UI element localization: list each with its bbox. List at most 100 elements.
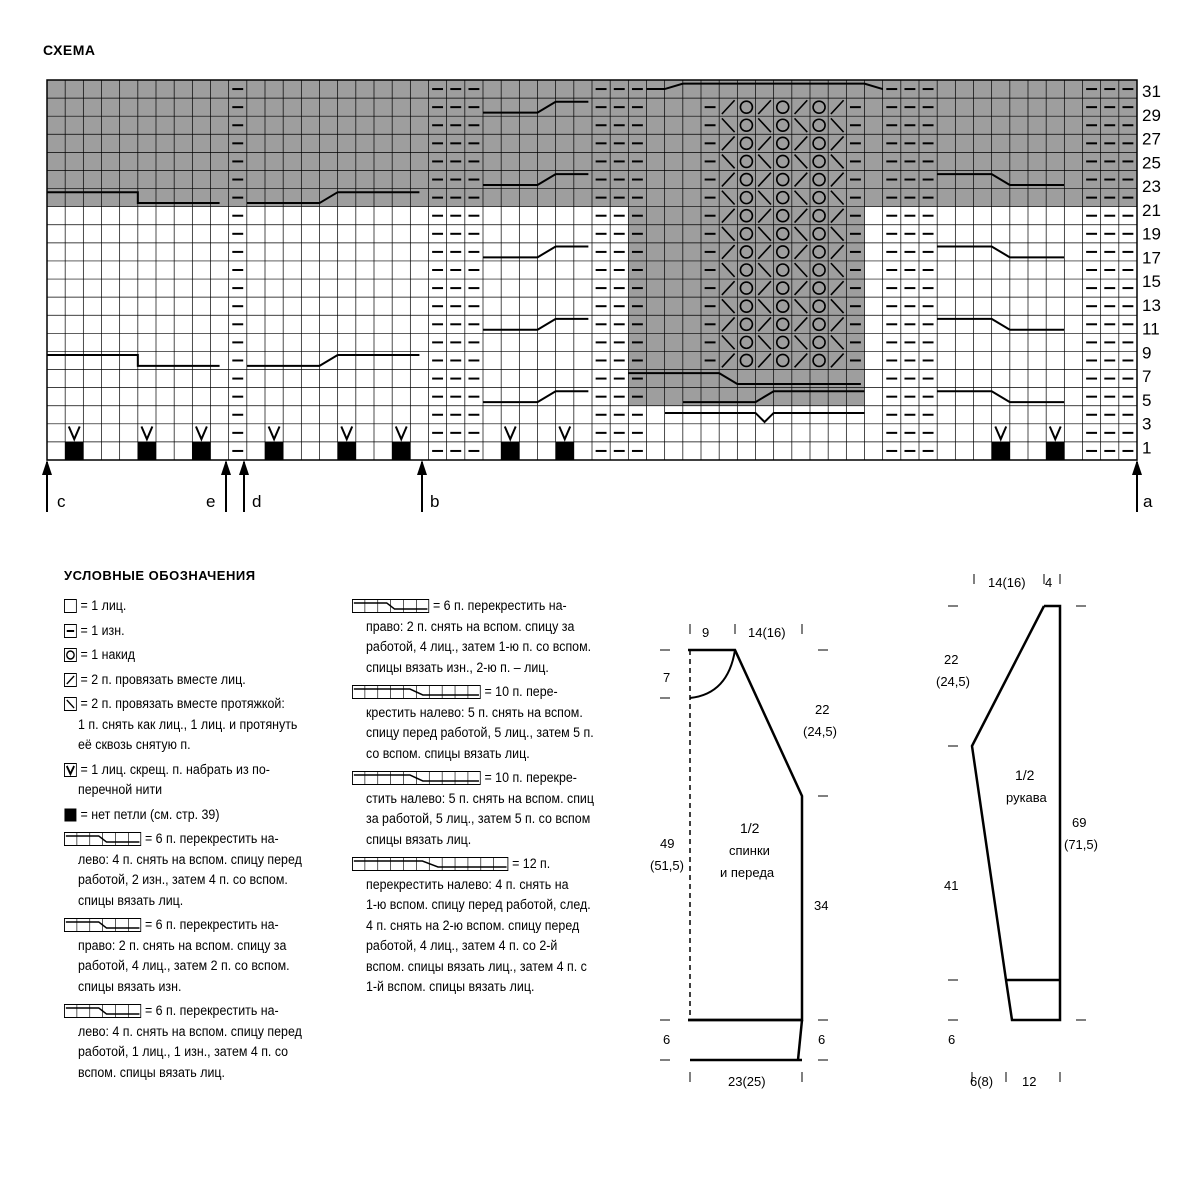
body-width-neck: 9: [702, 625, 710, 640]
legend-line: работой, 4 лиц., затем 2 п. со вспом.: [78, 958, 290, 974]
legend-line: = 10 п. перекре-: [352, 770, 577, 786]
legend-symbol: [64, 762, 77, 777]
legend-text: 1-ю вспом. спицу перед работой, след.: [366, 897, 591, 912]
sleeve-seam: 41: [944, 878, 959, 893]
no-stitch-cell: [555, 441, 574, 460]
decrease-symbol: [757, 154, 772, 169]
page-title: СХЕМА: [43, 42, 96, 58]
legend-text: 1 п. снять как лиц., 1 лиц. и протянуть: [78, 716, 298, 732]
cable-symbol: [646, 82, 774, 91]
yo-symbol: [739, 245, 754, 259]
decrease-symbol: [757, 244, 772, 260]
decrease-symbol: [757, 226, 772, 242]
yo-symbol: [812, 227, 826, 241]
legend-text: работой, 1 лиц., 1 изн., затем 4 п. со: [78, 1044, 289, 1059]
decrease-symbol: [793, 353, 808, 368]
legend-line: лево: 4 п. снять на вспом. спицу перед: [78, 1024, 302, 1040]
yo-symbol: [812, 299, 826, 313]
yo-symbol: [739, 263, 754, 277]
twisted-increase-symbol: [140, 426, 154, 442]
legend-line: = 1 изн.: [64, 623, 125, 639]
yo-symbol: [775, 154, 790, 169]
legend-symbol: [64, 1004, 142, 1019]
legend-line: = 6 п. перекрестить на-: [64, 1003, 279, 1019]
legend-line: спицу перед работой, 5 лиц., затем 5 п.: [366, 725, 594, 741]
legend-text: со вспом. спицы вязать лиц.: [366, 745, 530, 761]
decrease-symbol: [793, 99, 808, 115]
legend-line: = 12 п.: [352, 856, 550, 872]
yo-symbol: [739, 335, 754, 350]
sleeve-bottom-b: 12: [1022, 1074, 1037, 1089]
cable-symbol: [483, 100, 589, 114]
legend-line: 4 п. снять на 2-ю вспом. спицу перед: [366, 918, 579, 934]
marker-arrowhead-c: [42, 460, 52, 475]
decrease-symbol: [793, 172, 808, 187]
yo-symbol: [775, 263, 790, 277]
decrease-symbol: [721, 117, 736, 133]
legend-text: работой, 2 изн., затем 4 п. со вспом.: [78, 872, 288, 887]
yo-symbol: [812, 100, 826, 114]
body-bottom-width: 23(25): [728, 1074, 766, 1089]
yo-symbol: [775, 299, 790, 313]
decrease-symbol: [793, 190, 808, 206]
sleeve-label-1: 1/2: [1015, 767, 1035, 783]
row-number: 27: [1142, 130, 1161, 149]
yo-symbol: [812, 317, 826, 332]
yo-symbol: [775, 190, 790, 205]
body-label-2: спинки: [729, 843, 770, 858]
legend-symbol: [64, 832, 142, 847]
sleeve-bottom-a: 6(8): [970, 1074, 994, 1089]
legend-line: работой, 1 лиц., 1 изн., затем 4 п. со: [78, 1044, 288, 1060]
twisted-increase-symbol: [994, 426, 1008, 442]
legend-line: вспом. спицы вязать лиц.: [78, 1065, 225, 1081]
decrease-symbol: [721, 334, 736, 350]
chart-grid: [46, 79, 1138, 461]
cable-lines: [47, 82, 1065, 424]
legend-symbol: [352, 771, 481, 786]
row-number: 25: [1142, 153, 1161, 172]
legend-symbol: [352, 857, 509, 872]
decrease-symbol: [793, 334, 808, 350]
yo-symbol: [775, 136, 790, 151]
twisted-increase-symbol: [267, 426, 281, 442]
legend-text: = 12 п.: [512, 856, 551, 871]
sleeve-top-a: 14(16): [988, 575, 1026, 590]
decrease-symbol: [830, 208, 845, 224]
legend-line: = 2 п. провязать вместе лиц.: [64, 672, 246, 688]
twisted-increase-symbol: [394, 426, 408, 442]
row-number: 11: [1142, 320, 1160, 339]
legend-text: спицы вязать лиц.: [78, 892, 184, 908]
legend-line: перекрестить налево: 4 п. снять на: [366, 877, 568, 893]
decrease-symbol: [757, 280, 772, 296]
yo-symbol: [739, 154, 754, 169]
twisted-increase-symbol: [195, 426, 208, 442]
legend-line: стить налево: 5 п. снять на вспом. спиц: [366, 791, 594, 807]
legend-line: лево: 4 п. снять на вспом. спицу перед: [78, 852, 302, 868]
marker-label-a: a: [1143, 492, 1153, 511]
legend-text: 4 п. снять на 2-ю вспом. спицу перед: [366, 917, 580, 933]
cable-symbol: [664, 411, 865, 424]
row-number: 13: [1142, 296, 1161, 315]
legend-line: работой, 2 изн., затем 4 п. со вспом.: [78, 872, 288, 888]
legend-line: вспом. спицы вязать лиц., затем 4 п. с: [366, 959, 587, 975]
row-number: 15: [1142, 272, 1161, 291]
decrease-symbol: [793, 262, 808, 278]
marker-arrowhead-a: [1132, 460, 1142, 475]
legend-line: работой, 4 лиц., затем 4 п. со 2-й: [366, 938, 557, 954]
body-neck-depth: 7: [663, 670, 671, 685]
decrease-symbol: [721, 316, 736, 332]
cable-symbol: [483, 317, 589, 331]
legend-text: = 6 п. перекрестить на-: [144, 831, 279, 846]
sleeve-top-b: 4: [1045, 575, 1053, 590]
yo-symbol: [812, 281, 826, 295]
decrease-symbol: [721, 262, 736, 278]
decrease-symbol: [830, 262, 845, 278]
twisted-increase-symbol: [558, 426, 572, 442]
legend-heading: УСЛОВНЫЕ ОБОЗНАЧЕНИЯ: [64, 568, 256, 583]
yo-symbol: [739, 299, 754, 313]
decrease-symbol: [721, 99, 736, 115]
yo-symbol: [812, 353, 826, 368]
decrease-symbol: [721, 208, 736, 224]
row-number: 31: [1142, 82, 1161, 101]
